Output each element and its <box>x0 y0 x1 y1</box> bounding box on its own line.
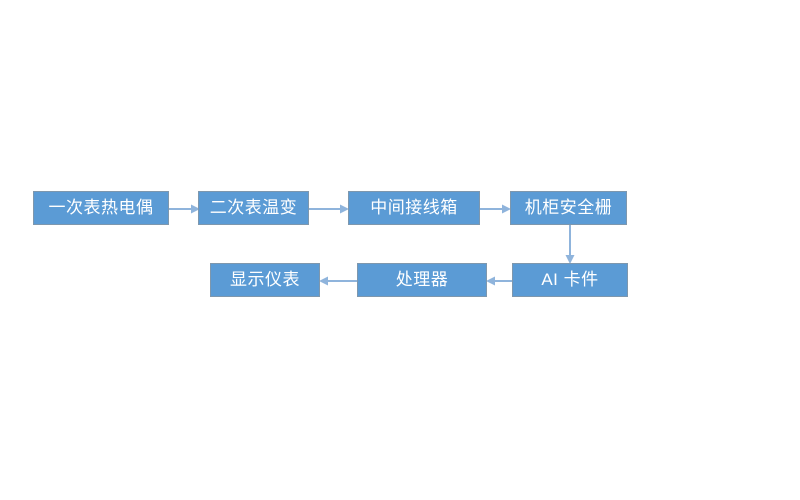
connector-arrow-n6-n7 <box>319 273 358 289</box>
node-label: 中间接线箱 <box>370 198 458 217</box>
connector-arrow-n3-n4 <box>478 201 512 217</box>
connector-arrow-n1-n2 <box>167 201 201 217</box>
node-primary-thermocouple[interactable]: 一次表热电偶 <box>33 191 169 225</box>
node-junction-box[interactable]: 中间接线箱 <box>348 191 480 225</box>
node-label: 处理器 <box>395 270 449 289</box>
node-label: 二次表温变 <box>209 198 298 217</box>
connector-arrow-n2-n3 <box>307 201 350 217</box>
connector-arrow-n5-n6 <box>486 273 514 289</box>
node-ai-card[interactable]: AI 卡件 <box>512 263 628 297</box>
node-label: AI 卡件 <box>541 270 599 289</box>
node-secondary-transmitter[interactable]: 二次表温变 <box>198 191 309 225</box>
node-cabinet-safety-barrier[interactable]: 机柜安全栅 <box>510 191 627 225</box>
node-label: 一次表热电偶 <box>48 198 154 217</box>
node-display-instrument[interactable]: 显示仪表 <box>210 263 320 297</box>
node-processor[interactable]: 处理器 <box>357 263 487 297</box>
node-label: 机柜安全栅 <box>524 198 613 217</box>
node-label: 显示仪表 <box>230 270 300 289</box>
connector-arrow-n4-n5 <box>562 224 578 265</box>
